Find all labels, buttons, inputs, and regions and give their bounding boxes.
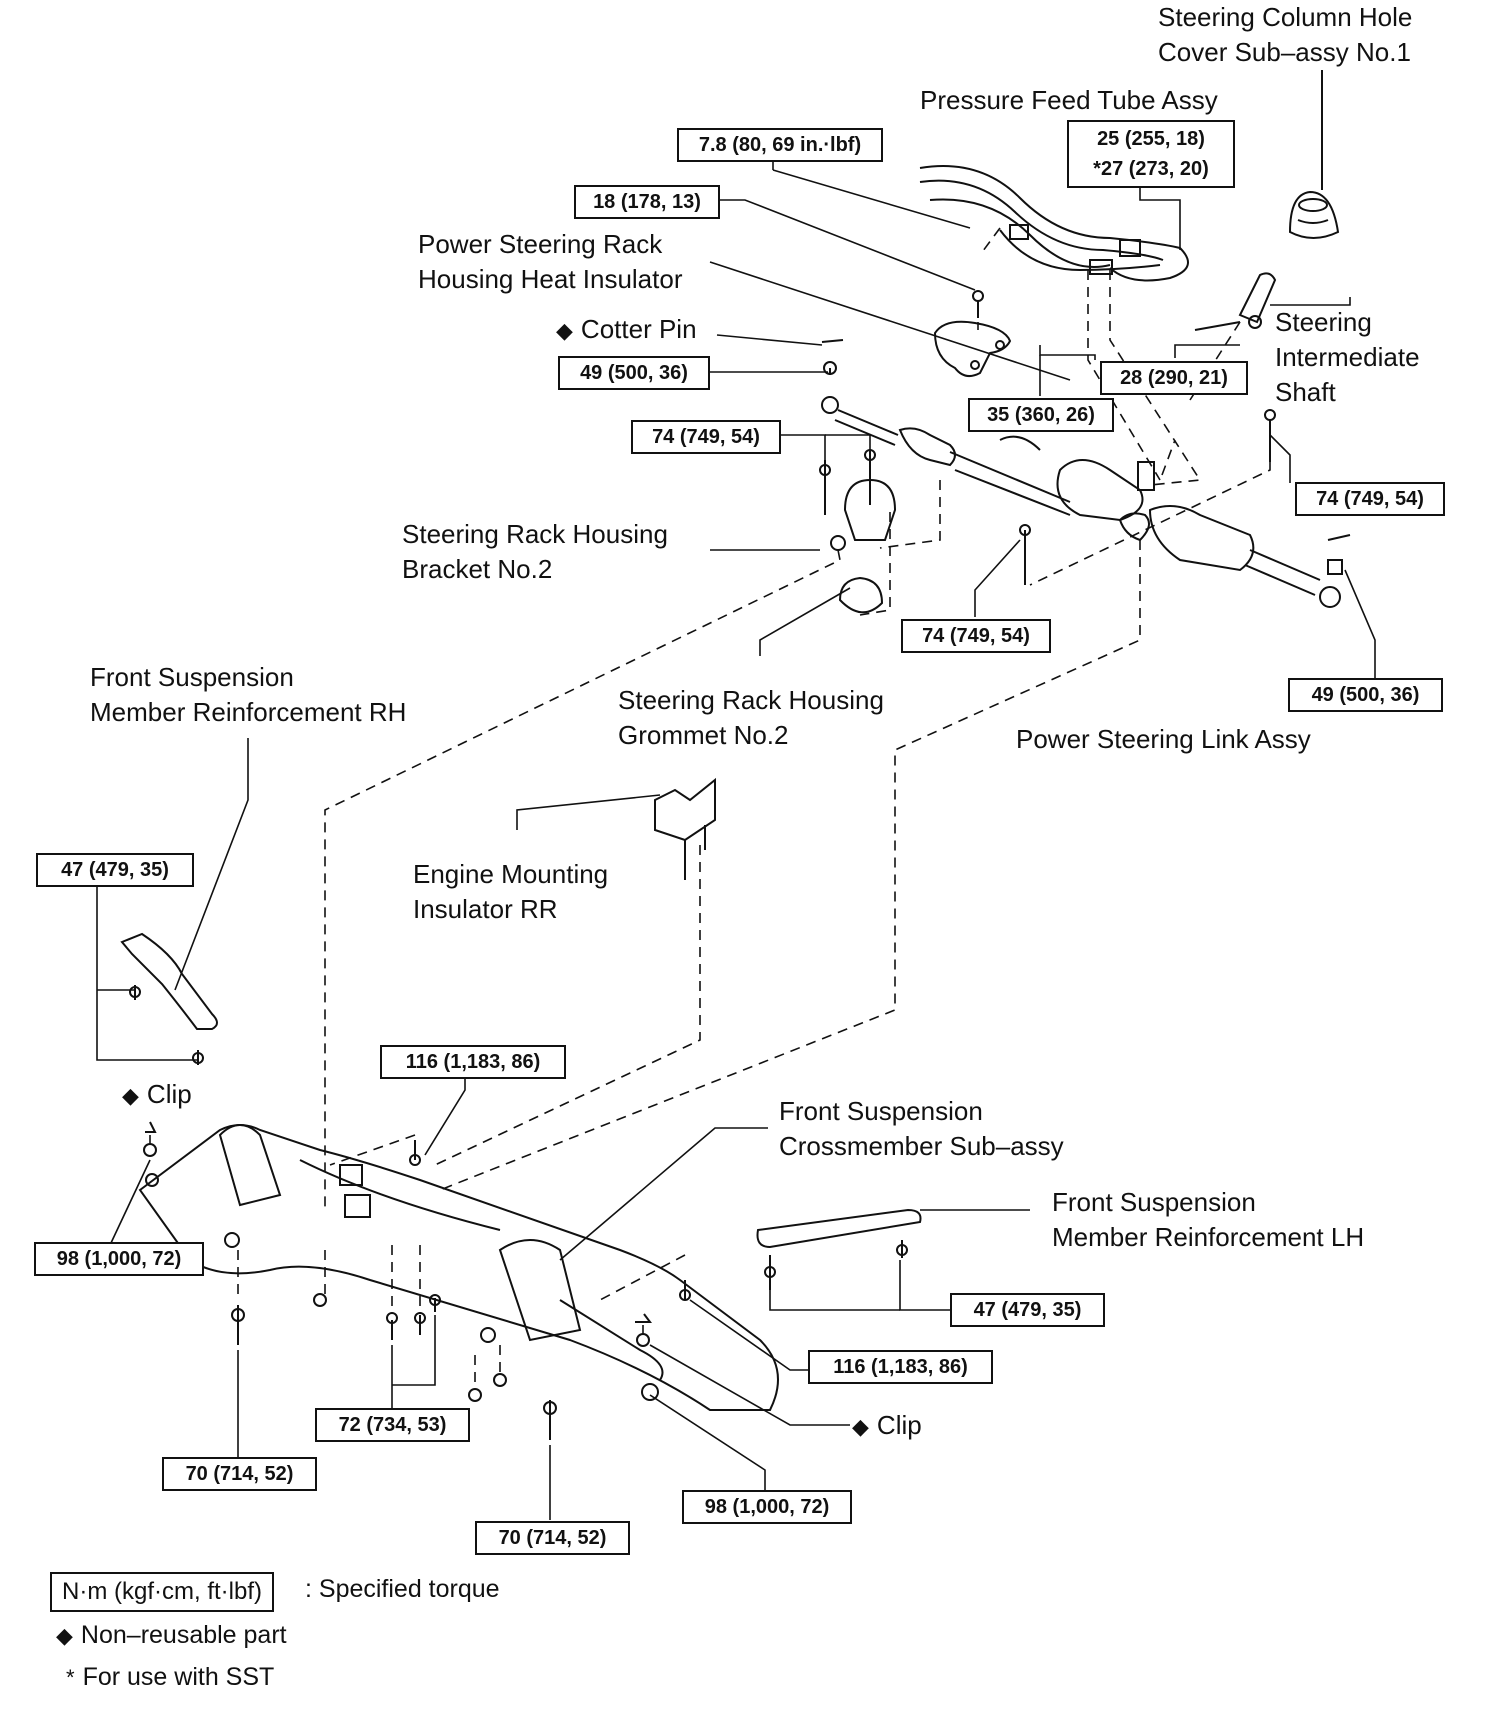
steering-rack-part (821, 396, 1341, 608)
label-clip-right: ◆Clip (852, 1410, 922, 1440)
label-rack-bracket: Steering Rack Housing Bracket No.2 (402, 519, 668, 584)
torque-98-right: 98 (1,000, 72) (682, 1490, 852, 1524)
torque-35: 35 (360, 26) (968, 398, 1114, 432)
label-intermediate-shaft: Steering Intermediate Shaft (1275, 307, 1420, 407)
label-clip-left: ◆Clip (122, 1079, 192, 1109)
diamond-icon: ◆ (556, 318, 573, 343)
legend-unit-desc: : Specified torque (305, 1575, 500, 1603)
intermediate-shaft-part (1194, 272, 1277, 331)
torque-49-right: 49 (500, 36) (1288, 678, 1443, 712)
label-crossmember: Front Suspension Crossmember Sub–assy (779, 1096, 1064, 1161)
legend-sst: *For use with SST (66, 1663, 275, 1691)
torque-116-bottom: 116 (1,183, 86) (808, 1350, 993, 1384)
torque-116-top: 116 (1,183, 86) (380, 1045, 566, 1079)
asterisk-icon: * (66, 1665, 75, 1690)
label-cotter-pin: ◆Cotter Pin (556, 314, 697, 344)
diamond-icon: ◆ (122, 1083, 139, 1108)
torque-28: 28 (290, 21) (1100, 361, 1248, 395)
torque-47-right: 47 (479, 35) (950, 1293, 1105, 1327)
torque-70-left: 70 (714, 52) (162, 1457, 317, 1491)
torque-72: 72 (734, 53) (315, 1408, 470, 1442)
label-engine-mount: Engine Mounting Insulator RR (413, 859, 609, 924)
legend-non-reusable: ◆Non–reusable part (56, 1621, 287, 1649)
reinforcement-rh-part (120, 932, 218, 1065)
dashed-lines (149, 227, 1271, 1388)
torque-74-c: 74 (749, 54) (901, 619, 1051, 653)
legend-unit-key: N·m (kgf·cm, ft·lbf) (50, 1572, 274, 1612)
label-heat-insulator: Power Steering Rack Housing Heat Insulat… (418, 229, 683, 294)
torque-7-8: 7.8 (80, 69 in.·lbf) (677, 128, 883, 162)
bracket-grommet-parts (830, 478, 897, 614)
torque-18: 18 (178, 13) (574, 185, 720, 219)
torque-25: 25 (255, 18) *27 (273, 20) (1067, 120, 1235, 188)
heat-insulator-part (933, 320, 1012, 378)
column-cover-part (1288, 70, 1340, 239)
torque-74-a: 74 (749, 54) (631, 420, 781, 454)
label-reinforcement-rh: Front Suspension Member Reinforcement RH (90, 662, 407, 727)
label-feed-tube: Pressure Feed Tube Assy (920, 85, 1218, 115)
engine-mount-part (654, 777, 716, 880)
label-column-cover: Steering Column Hole Cover Sub–assy No.1 (1158, 2, 1413, 67)
label-rack-grommet: Steering Rack Housing Grommet No.2 (618, 685, 884, 750)
torque-49-top: 49 (500, 36) (558, 356, 710, 390)
reinforcement-lh-part (756, 1208, 922, 1290)
feed-tube-part (919, 165, 1189, 282)
diamond-icon: ◆ (852, 1414, 869, 1439)
torque-74-b: 74 (749, 54) (1295, 482, 1445, 516)
crossmember-part (138, 1124, 779, 1411)
torque-70-bottom: 70 (714, 52) (475, 1521, 630, 1555)
torque-47-left: 47 (479, 35) (36, 853, 194, 887)
label-link-assy: Power Steering Link Assy (1016, 724, 1311, 754)
bolts (819, 290, 1351, 585)
diamond-icon: ◆ (56, 1623, 73, 1648)
lower-bolts (143, 1121, 691, 1440)
label-reinforcement-lh: Front Suspension Member Reinforcement LH (1052, 1187, 1365, 1252)
torque-98-left: 98 (1,000, 72) (34, 1242, 204, 1276)
